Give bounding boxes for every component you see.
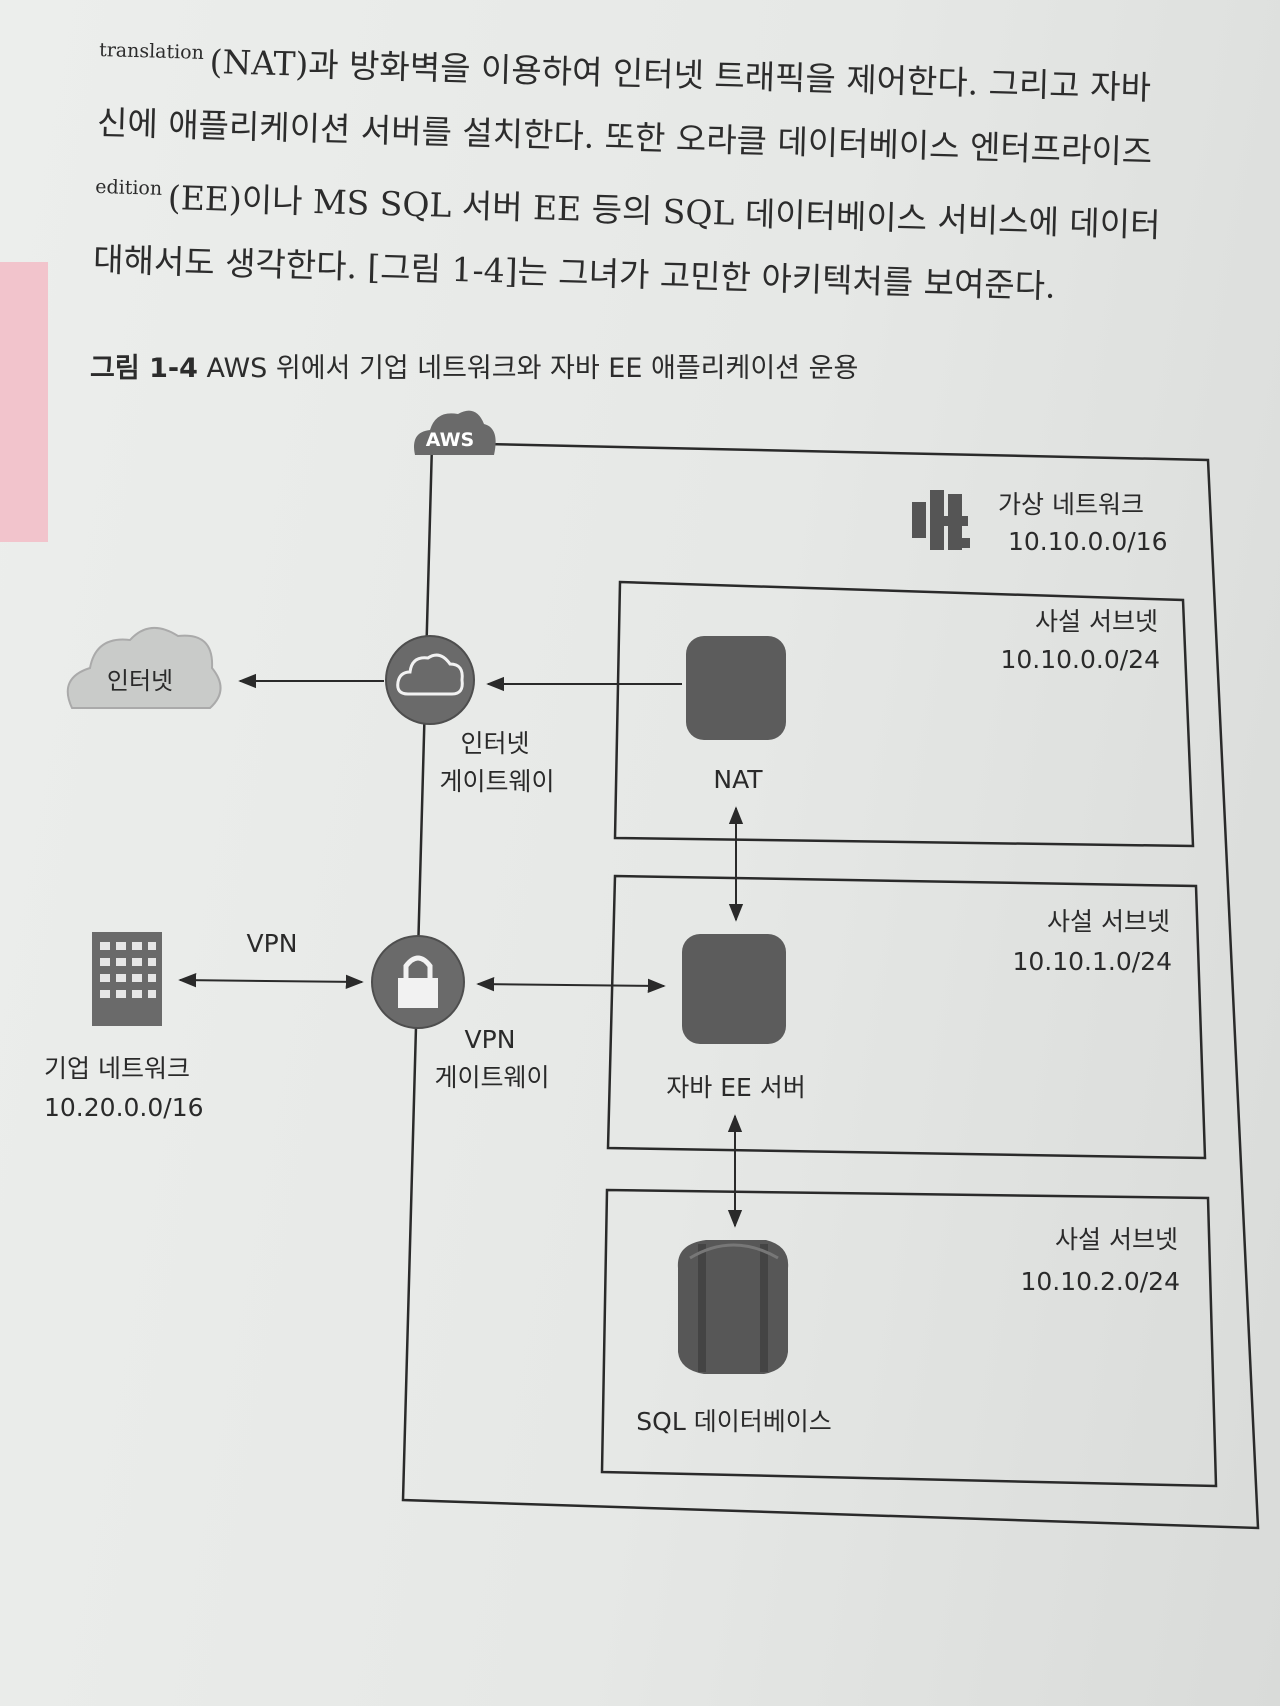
subnet-box-2: [606, 874, 1207, 1160]
vpc-icon: [912, 490, 970, 550]
figure-number: 그림 1-4: [90, 353, 198, 384]
vpc-boundary: [401, 442, 1260, 1530]
subnet-2-label: 사설 서브넷: [1047, 907, 1170, 936]
figure-title: AWS 위에서 기업 네트워크와 자바 EE 애플리케이션 운용: [206, 353, 859, 384]
internet-gateway-label-1: 인터넷: [460, 729, 529, 758]
corporate-label: 기업 네트워크: [44, 1054, 190, 1083]
vpn-gateway-label-1: VPN: [465, 1025, 516, 1054]
subnet-box-1: [613, 580, 1195, 848]
vpn-link-label: VPN: [247, 929, 298, 958]
internet-label: 인터넷: [107, 667, 173, 695]
aws-badge-label: AWS: [426, 429, 475, 451]
vpn-gateway-label-2: 게이트웨이: [434, 1063, 549, 1092]
java-ee-server-label: 자바 EE 서버: [666, 1073, 806, 1102]
vpn-gateway-icon: [371, 935, 465, 1029]
edge-vpngw-java: [476, 976, 666, 994]
subnet-3-label: 사설 서브넷: [1055, 1225, 1178, 1254]
edge-corporate-vpn: [178, 972, 364, 990]
corporate-cidr: 10.20.0.0/16: [44, 1093, 204, 1122]
subnet-2-cidr: 10.10.1.0/24: [1012, 947, 1172, 976]
internet-gateway-label-2: 게이트웨이: [439, 767, 554, 796]
pink-index-tab: [0, 262, 48, 542]
subnet-1-cidr: 10.10.0.0/24: [1000, 645, 1160, 674]
subnet-1-label: 사설 서브넷: [1035, 607, 1158, 636]
nat-label: NAT: [713, 765, 763, 794]
internet-cloud-icon: 인터넷: [66, 627, 222, 709]
nat-instance-icon: [686, 636, 786, 740]
internet-gateway-icon: [385, 635, 475, 725]
subnet-3-cidr: 10.10.2.0/24: [1020, 1267, 1180, 1296]
sql-database-label: SQL 데이터베이스: [636, 1407, 831, 1436]
java-ee-server-icon: [682, 934, 786, 1044]
corporate-building-icon: [92, 932, 162, 1026]
vpc-cidr: 10.10.0.0/16: [1008, 527, 1168, 556]
figure-caption: 그림 1-4 AWS 위에서 기업 네트워크와 자바 EE 애플리케이션 운용: [90, 346, 858, 385]
sql-database-icon: [677, 1240, 789, 1374]
vpc-label: 가상 네트워크: [998, 490, 1144, 519]
subnet-box-3: [600, 1188, 1218, 1488]
aws-cloud-icon: AWS: [414, 410, 496, 455]
